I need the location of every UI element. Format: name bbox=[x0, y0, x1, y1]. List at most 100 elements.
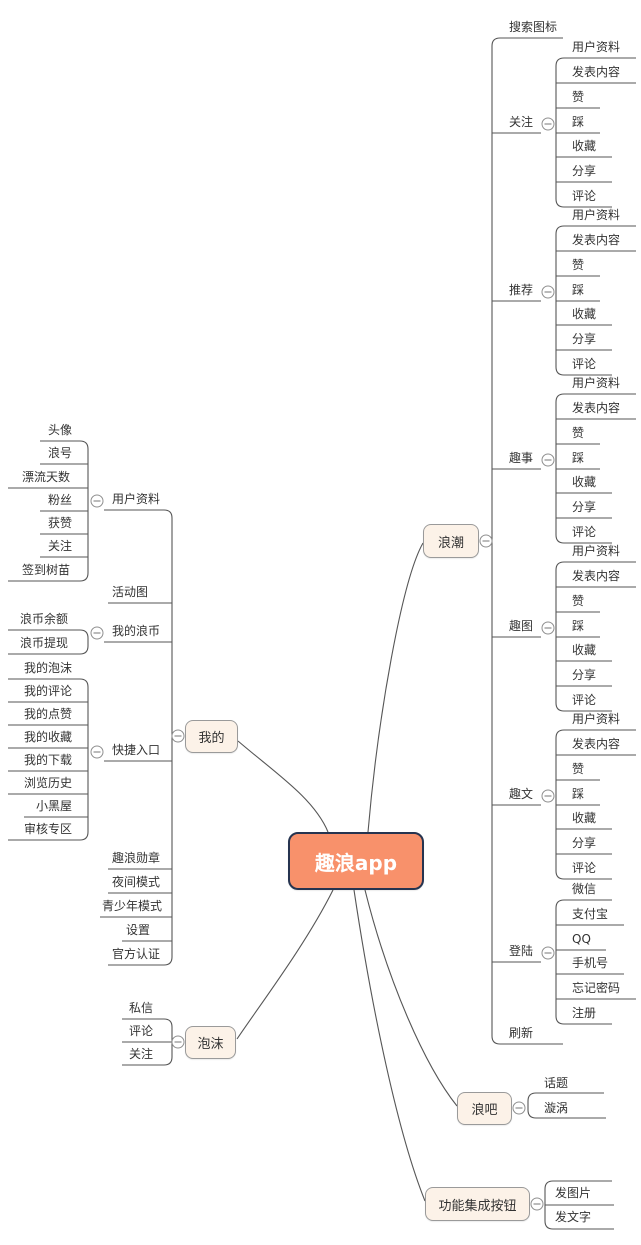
mindmap-topic[interactable]: 发图片 bbox=[554, 1186, 592, 1200]
collapse-toggle-icon[interactable] bbox=[512, 1101, 526, 1115]
collapse-toggle-icon[interactable] bbox=[541, 453, 555, 467]
mindmap-topic[interactable]: 推荐 bbox=[509, 283, 534, 297]
mindmap-topic[interactable]: 官方认证 bbox=[112, 947, 161, 961]
mindmap-topic[interactable]: 夜间模式 bbox=[112, 875, 161, 889]
mindmap-topic[interactable]: 私信 bbox=[128, 1001, 154, 1015]
mindmap-topic[interactable]: 获赞 bbox=[47, 516, 73, 530]
branch-node-wode[interactable]: 我的 bbox=[185, 720, 238, 753]
mindmap-topic[interactable]: 签到树苗 bbox=[21, 563, 71, 577]
mindmap-topic[interactable]: 趣事 bbox=[509, 451, 534, 465]
mindmap-topic[interactable]: 我的评论 bbox=[23, 684, 73, 698]
mindmap-topic[interactable]: 漩涡 bbox=[543, 1101, 569, 1115]
mindmap-topic[interactable]: 关注 bbox=[128, 1047, 154, 1061]
mindmap-topic[interactable]: QQ bbox=[572, 932, 591, 946]
collapse-toggle-icon[interactable] bbox=[90, 626, 104, 640]
mindmap-topic[interactable]: 粉丝 bbox=[47, 493, 73, 507]
mindmap-topic[interactable]: 发表内容 bbox=[572, 569, 621, 583]
mindmap-topic[interactable]: 我的点赞 bbox=[23, 707, 73, 721]
mindmap-topic[interactable]: 分享 bbox=[572, 668, 597, 682]
mindmap-topic[interactable]: 用户资料 bbox=[572, 376, 621, 390]
branch-node-gongneng-jicheng-anniu[interactable]: 功能集成按钮 bbox=[425, 1187, 530, 1221]
mindmap-topic[interactable]: 评论 bbox=[572, 189, 597, 203]
mindmap-topic[interactable]: 分享 bbox=[572, 164, 597, 178]
mindmap-topic[interactable]: 话题 bbox=[543, 1076, 569, 1090]
mindmap-topic[interactable]: 踩 bbox=[572, 451, 585, 465]
mindmap-topic[interactable]: 注册 bbox=[572, 1006, 597, 1020]
mindmap-topic[interactable]: 我的泡沫 bbox=[23, 661, 73, 675]
mindmap-topic[interactable]: 收藏 bbox=[572, 139, 597, 153]
mindmap-topic[interactable]: 手机号 bbox=[572, 956, 609, 970]
branch-node-paomo[interactable]: 泡沫 bbox=[185, 1026, 236, 1059]
mindmap-topic[interactable]: 用户资料 bbox=[572, 208, 621, 222]
mindmap-topic[interactable]: 登陆 bbox=[509, 944, 534, 958]
mindmap-topic[interactable]: 快捷入口 bbox=[112, 743, 161, 757]
mindmap-topic[interactable]: 我的收藏 bbox=[23, 730, 73, 744]
mindmap-topic[interactable]: 踩 bbox=[572, 787, 585, 801]
collapse-toggle-icon[interactable] bbox=[541, 117, 555, 131]
mindmap-topic[interactable]: 审核专区 bbox=[23, 822, 73, 836]
mindmap-topic[interactable]: 微信 bbox=[572, 882, 597, 896]
mindmap-topic[interactable]: 赞 bbox=[572, 762, 585, 776]
mindmap-topic[interactable]: 浪币余额 bbox=[19, 612, 69, 626]
mindmap-topic[interactable]: 刷新 bbox=[509, 1026, 534, 1040]
mindmap-topic[interactable]: 关注 bbox=[47, 539, 73, 553]
mindmap-topic[interactable]: 收藏 bbox=[572, 811, 597, 825]
mindmap-topic[interactable]: 忘记密码 bbox=[572, 981, 621, 995]
mindmap-topic[interactable]: 踩 bbox=[572, 619, 585, 633]
collapse-toggle-icon[interactable] bbox=[90, 494, 104, 508]
mindmap-topic[interactable]: 趣文 bbox=[509, 787, 534, 801]
mindmap-topic[interactable]: 评论 bbox=[128, 1024, 154, 1038]
mindmap-topic[interactable]: 趣图 bbox=[509, 619, 534, 633]
mindmap-topic[interactable]: 分享 bbox=[572, 332, 597, 346]
mindmap-topic[interactable]: 趣浪勋章 bbox=[112, 851, 161, 865]
branch-node-langchao[interactable]: 浪潮 bbox=[423, 524, 479, 558]
mindmap-topic[interactable]: 浪币提现 bbox=[19, 636, 69, 650]
mindmap-topic[interactable]: 我的下载 bbox=[23, 753, 73, 767]
mindmap-topic[interactable]: 评论 bbox=[572, 357, 597, 371]
mindmap-topic[interactable]: 用户资料 bbox=[572, 40, 621, 54]
mindmap-topic[interactable]: 发表内容 bbox=[572, 401, 621, 415]
mindmap-topic[interactable]: 用户资料 bbox=[572, 712, 621, 726]
mindmap-topic[interactable]: 我的浪币 bbox=[112, 624, 161, 638]
collapse-toggle-icon[interactable] bbox=[171, 1035, 185, 1049]
mindmap-topic[interactable]: 赞 bbox=[572, 90, 585, 104]
collapse-toggle-icon[interactable] bbox=[541, 789, 555, 803]
mindmap-topic[interactable]: 漂流天数 bbox=[21, 470, 71, 484]
mindmap-topic[interactable]: 评论 bbox=[572, 525, 597, 539]
mindmap-topic[interactable]: 评论 bbox=[572, 693, 597, 707]
mindmap-topic[interactable]: 用户资料 bbox=[572, 544, 621, 558]
mindmap-topic[interactable]: 浏览历史 bbox=[23, 776, 73, 790]
collapse-toggle-icon[interactable] bbox=[530, 1197, 544, 1211]
mindmap-topic[interactable]: 发表内容 bbox=[572, 65, 621, 79]
mindmap-topic[interactable]: 用户资料 bbox=[112, 492, 161, 506]
collapse-toggle-icon[interactable] bbox=[171, 729, 185, 743]
mindmap-topic[interactable]: 收藏 bbox=[572, 643, 597, 657]
mindmap-topic[interactable]: 评论 bbox=[572, 861, 597, 875]
mindmap-topic[interactable]: 支付宝 bbox=[572, 907, 609, 921]
root-node[interactable]: 趣浪app bbox=[288, 832, 424, 890]
mindmap-topic[interactable]: 搜索图标 bbox=[509, 20, 558, 34]
mindmap-topic[interactable]: 浪号 bbox=[47, 446, 73, 460]
mindmap-topic[interactable]: 收藏 bbox=[572, 475, 597, 489]
mindmap-topic[interactable]: 发文字 bbox=[554, 1210, 592, 1224]
collapse-toggle-icon[interactable] bbox=[541, 946, 555, 960]
mindmap-topic[interactable]: 收藏 bbox=[572, 307, 597, 321]
mindmap-topic[interactable]: 关注 bbox=[509, 115, 534, 129]
mindmap-topic[interactable]: 发表内容 bbox=[572, 233, 621, 247]
mindmap-topic[interactable]: 发表内容 bbox=[572, 737, 621, 751]
mindmap-topic[interactable]: 赞 bbox=[572, 426, 585, 440]
mindmap-topic[interactable]: 分享 bbox=[572, 836, 597, 850]
mindmap-topic[interactable]: 设置 bbox=[126, 923, 151, 937]
collapse-toggle-icon[interactable] bbox=[479, 534, 493, 548]
mindmap-topic[interactable]: 赞 bbox=[572, 594, 585, 608]
mindmap-topic[interactable]: 分享 bbox=[572, 500, 597, 514]
collapse-toggle-icon[interactable] bbox=[541, 285, 555, 299]
mindmap-topic[interactable]: 小黑屋 bbox=[35, 799, 73, 813]
collapse-toggle-icon[interactable] bbox=[541, 621, 555, 635]
branch-node-langba[interactable]: 浪吧 bbox=[457, 1092, 512, 1125]
mindmap-topic[interactable]: 活动图 bbox=[112, 585, 149, 599]
mindmap-topic[interactable]: 青少年模式 bbox=[102, 899, 163, 913]
mindmap-topic[interactable]: 踩 bbox=[572, 115, 585, 129]
mindmap-topic[interactable]: 头像 bbox=[47, 423, 73, 437]
mindmap-topic[interactable]: 赞 bbox=[572, 258, 585, 272]
